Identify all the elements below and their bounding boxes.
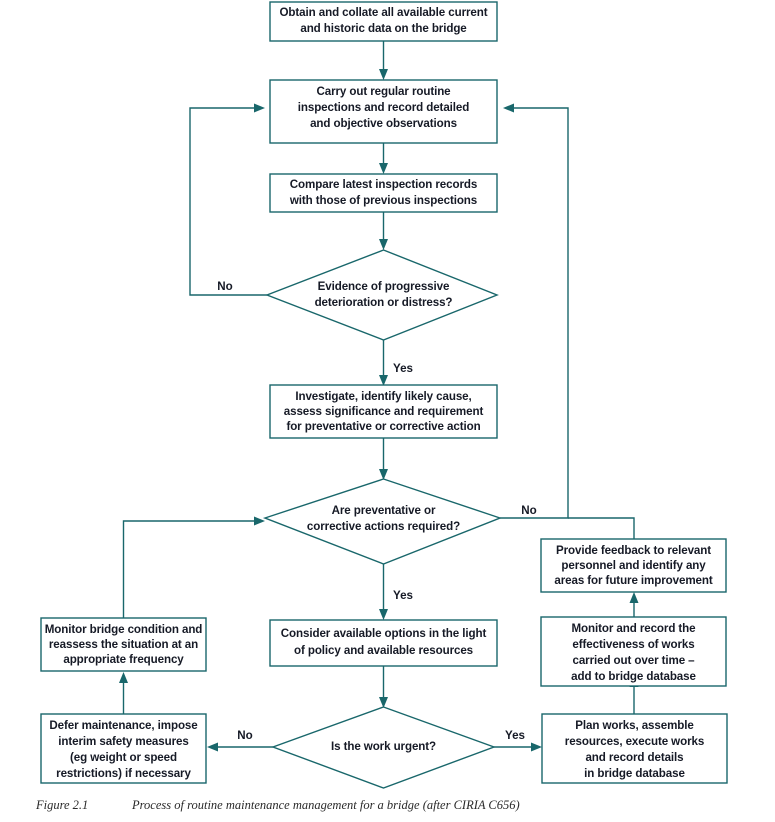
edge-monitor-to-actions <box>122 520 255 618</box>
node-box <box>540 616 727 687</box>
arrow-head-icon <box>379 469 388 480</box>
node-label: of policy and available resources <box>294 644 473 657</box>
decision-diamond <box>265 249 499 341</box>
node-label: add to bridge database <box>571 670 696 683</box>
node-label: Monitor bridge condition and <box>45 623 203 636</box>
node-obtain-data[interactable]: Obtain and collate all available current… <box>269 1 498 42</box>
arrow-head-icon <box>119 672 128 683</box>
node-box <box>269 173 498 213</box>
node-label: Consider available options in the light <box>281 627 487 640</box>
node-label: Compare latest inspection records <box>290 178 477 191</box>
node-label: assess significance and requirement <box>284 405 484 418</box>
arrow-head-icon <box>254 103 265 113</box>
node-label: Plan works, assemble <box>575 719 694 732</box>
figure-caption-text: Process of routine maintenance managemen… <box>132 798 520 812</box>
node-label: with those of previous inspections <box>289 194 477 207</box>
edge-label-evidence-no: No <box>217 280 232 293</box>
node-evidence-decision[interactable]: Evidence of progressive deterioration or… <box>265 249 499 341</box>
edge-label-evidence-yes: Yes <box>393 362 413 375</box>
node-label: Monitor and record the <box>571 622 696 635</box>
arrow-head-icon <box>629 592 639 603</box>
node-monitor-works[interactable]: Monitor and record the effectiveness of … <box>540 616 727 687</box>
node-label: Defer maintenance, impose <box>49 719 198 732</box>
figure-caption: Figure 2.1 Process of routine maintenance… <box>36 798 736 813</box>
node-label: in bridge database <box>584 767 685 780</box>
node-box <box>269 1 498 42</box>
node-label: interim safety measures <box>58 735 188 748</box>
decision-diamond <box>270 706 497 789</box>
node-label: for preventative or corrective action <box>286 420 480 433</box>
node-label: Evidence of progressive <box>318 280 450 293</box>
node-layer: Obtain and collate all available current… <box>40 1 728 789</box>
arrow-head-icon <box>503 103 514 113</box>
node-label: carried out over time – <box>572 654 695 667</box>
node-label: effectiveness of works <box>572 638 694 651</box>
node-label: and historic data on the bridge <box>300 22 467 35</box>
arrow-head-icon <box>207 742 218 752</box>
node-monitor-bridge[interactable]: Monitor bridge condition and reassess th… <box>40 617 207 672</box>
arrow-head-icon <box>379 375 388 386</box>
node-label: deterioration or distress? <box>315 296 453 309</box>
node-label: restrictions) if necessary <box>56 767 191 780</box>
edge-actions-no-loop <box>500 107 569 519</box>
edge-label-urgent-no: No <box>237 729 252 742</box>
node-box <box>541 713 728 784</box>
node-defer-maintenance[interactable]: Defer maintenance, impose interim safety… <box>40 713 207 784</box>
edge-label-actions-no: No <box>521 504 536 517</box>
node-investigate[interactable]: Investigate, identify likely cause, asse… <box>269 384 498 439</box>
arrow-head-icon <box>254 516 265 526</box>
edge-feedback-to-return-line <box>568 517 635 539</box>
arrow-head-icon <box>379 697 388 708</box>
node-plan-works[interactable]: Plan works, assemble resources, execute … <box>541 713 728 784</box>
edge-label-layer: No Yes No Yes No Yes <box>217 280 536 742</box>
node-label: (eg weight or speed <box>70 751 177 764</box>
node-box <box>40 713 207 784</box>
connector-layer <box>119 40 639 752</box>
node-label: areas for future improvement <box>554 574 713 587</box>
node-label: Obtain and collate all available current <box>280 6 488 19</box>
arrow-head-icon <box>531 742 542 752</box>
node-label: Investigate, identify likely cause, <box>295 390 471 403</box>
node-urgent-decision[interactable]: Is the work urgent? <box>270 706 497 789</box>
node-compare-records[interactable]: Compare latest inspection records with t… <box>269 173 498 213</box>
node-label: Provide feedback to relevant <box>556 544 711 557</box>
node-box <box>269 384 498 439</box>
node-box <box>269 619 498 667</box>
node-label: resources, execute works <box>565 735 704 748</box>
node-provide-feedback[interactable]: Provide feedback to relevant personnel a… <box>540 538 727 593</box>
decision-diamond <box>262 478 503 565</box>
node-label: and record details <box>585 751 683 764</box>
figure-label: Figure 2.1 <box>36 798 89 812</box>
node-box <box>40 617 207 672</box>
edge-label-urgent-yes: Yes <box>505 729 525 742</box>
arrow-head-icon <box>379 163 388 174</box>
node-routine-inspections[interactable]: Carry out regular routine inspections an… <box>269 79 498 144</box>
node-label: personnel and identify any <box>561 559 706 572</box>
arrow-head-icon <box>379 69 388 80</box>
node-actions-decision[interactable]: Are preventative or corrective actions r… <box>262 478 503 565</box>
arrow-head-icon <box>379 609 388 620</box>
node-label: reassess the situation at an <box>49 638 198 651</box>
node-box <box>269 79 498 144</box>
node-label: Is the work urgent? <box>331 740 436 753</box>
edge-label-actions-yes: Yes <box>393 589 413 602</box>
node-label: appropriate frequency <box>63 653 184 666</box>
node-label: Are preventative or <box>332 504 436 517</box>
node-label: corrective actions required? <box>307 520 460 533</box>
node-consider-options[interactable]: Consider available options in the light … <box>269 619 498 667</box>
arrow-head-icon <box>379 239 388 250</box>
edge-evidence-no-loop <box>189 107 267 296</box>
node-box <box>540 538 727 593</box>
node-label: Carry out regular routine <box>316 85 451 98</box>
node-label: and objective observations <box>310 117 457 130</box>
node-label: inspections and record detailed <box>298 101 470 114</box>
